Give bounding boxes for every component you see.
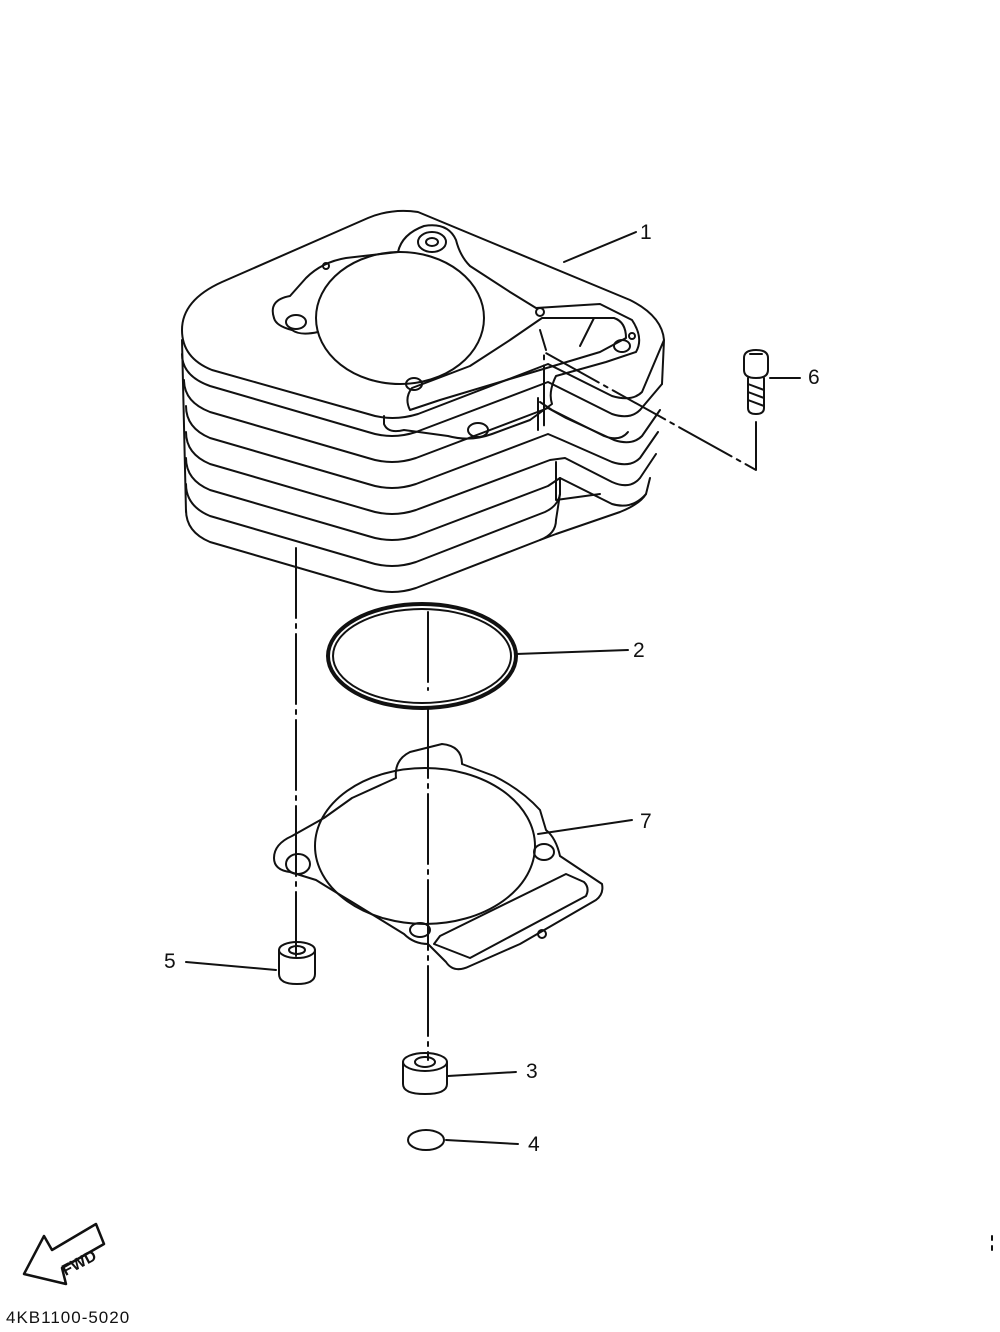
callout-label-5: 5 (164, 950, 176, 973)
cylinder-bore (315, 251, 485, 385)
leader-line-3 (447, 1071, 517, 1077)
base-gasket-bore (314, 767, 536, 925)
cylinder-bolt-hole (467, 422, 489, 438)
cylinder-chain-tunnel (406, 317, 627, 411)
bolt-part-6 (743, 349, 769, 415)
cylinder-fin (185, 509, 557, 593)
cylinder-dowel-hole (417, 231, 447, 253)
callout-label-7: 7 (640, 810, 652, 833)
fwd-arrow-text: FWD (59, 1248, 99, 1280)
cylinder-fin (185, 457, 561, 541)
callout-label-2: 2 (633, 639, 645, 662)
o-ring-part-2 (326, 602, 518, 710)
cylinder-fin (181, 353, 663, 437)
cylinder-fin (183, 379, 661, 463)
cylinder-top-deck (181, 209, 665, 419)
leader-line-5 (185, 961, 277, 971)
cylinder-bolt-hole (285, 314, 307, 330)
leader-line-4 (445, 1139, 519, 1145)
alignment-line-bolt (543, 351, 757, 471)
cylinder-fin (185, 483, 561, 567)
leader-line-2 (515, 649, 629, 655)
leader-line-1 (563, 231, 637, 263)
cylinder-bolt-hole (613, 339, 631, 353)
callout-label-6: 6 (808, 366, 820, 389)
cylinder-deck-gasket-outline (271, 224, 641, 440)
callout-label-4: 4 (528, 1133, 540, 1156)
base-gasket-part-7 (273, 743, 604, 971)
leader-line-7 (537, 819, 633, 835)
cylinder-part-1 (181, 209, 665, 593)
callout-label-3: 3 (526, 1060, 538, 1083)
o-ring-part-4 (407, 1129, 445, 1151)
dowel-part-5 (278, 941, 316, 985)
callout-label-1: 1 (640, 221, 652, 244)
cylinder-fin (185, 431, 657, 515)
cylinder-fin (185, 405, 659, 489)
dowel-part-3 (402, 1052, 448, 1095)
forward-arrow-icon (22, 1222, 106, 1286)
diagram-code: 4KB1100-5020 (6, 1308, 131, 1327)
